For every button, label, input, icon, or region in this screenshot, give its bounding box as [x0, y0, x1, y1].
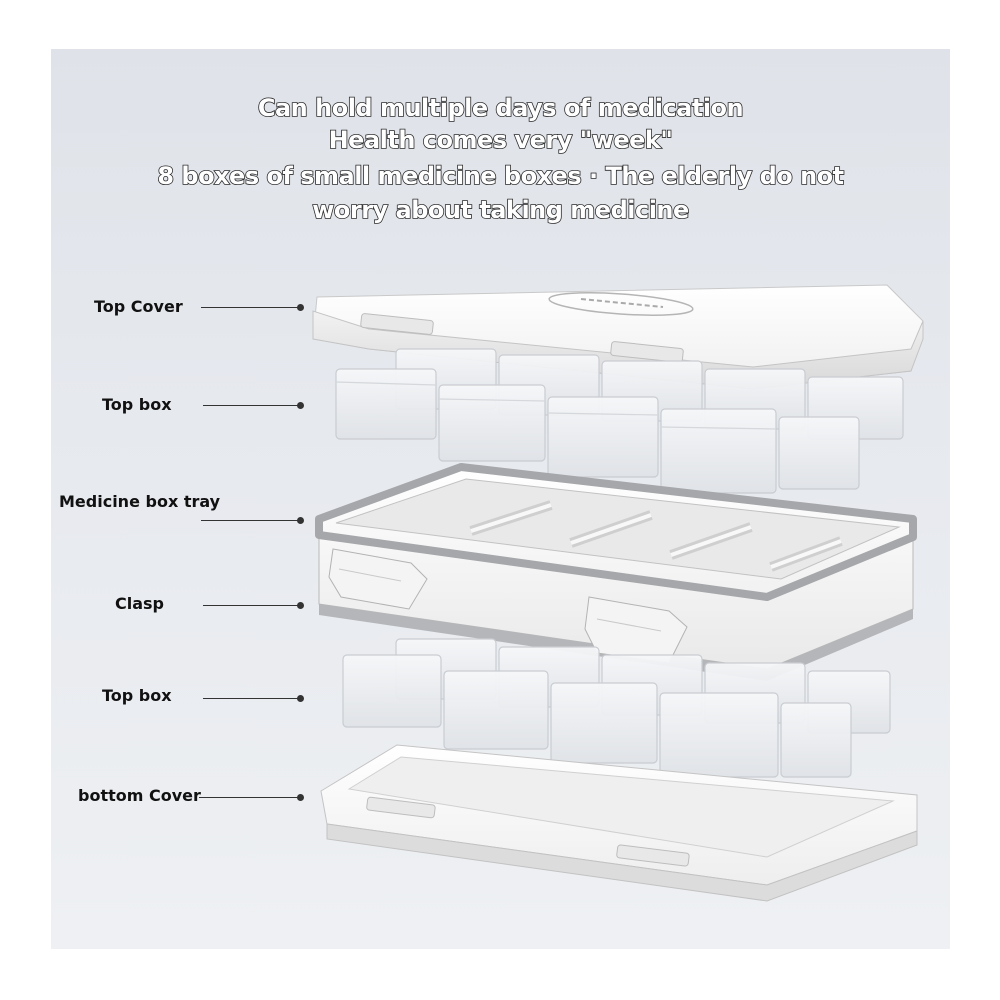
leader-dot — [297, 304, 304, 311]
headline-line-3: 8 boxes of small medicine boxes · The el… — [157, 161, 845, 191]
bottom-cover — [320, 744, 918, 902]
product-photo-background: Can hold multiple days of medication Hea… — [51, 49, 950, 949]
leader-dot — [297, 402, 304, 409]
leader-dot — [297, 517, 304, 524]
label-top-box-2: Top box — [102, 686, 172, 705]
label-bottom-cover: bottom Cover — [78, 786, 201, 805]
leader-bottom-cover — [199, 797, 299, 799]
top-box-row — [335, 348, 904, 494]
medicine-box-tray — [315, 463, 917, 681]
label-top-cover: Top Cover — [94, 297, 183, 316]
leader-top-box-2 — [203, 698, 299, 700]
clasp-left — [328, 548, 428, 610]
leader-tray — [201, 520, 299, 522]
clasp-right — [584, 596, 688, 664]
leader-dot — [297, 602, 304, 609]
pill-box-exploded-view — [312, 284, 924, 902]
leader-top-box-1 — [203, 405, 299, 407]
label-medicine-box-tray: Medicine box tray — [59, 492, 221, 511]
leader-dot — [297, 695, 304, 702]
label-top-box-1: Top box — [102, 395, 172, 414]
headline-line-1: Can hold multiple days of medication — [257, 93, 744, 123]
headline-line-4: worry about taking medicine — [311, 195, 690, 225]
leader-dot — [297, 794, 304, 801]
label-clasp: Clasp — [115, 594, 164, 613]
headline-line-2: Health comes very "week" — [328, 125, 674, 155]
leader-top-cover — [201, 307, 299, 309]
leader-clasp — [203, 605, 299, 607]
top-box-row-2 — [342, 638, 891, 778]
